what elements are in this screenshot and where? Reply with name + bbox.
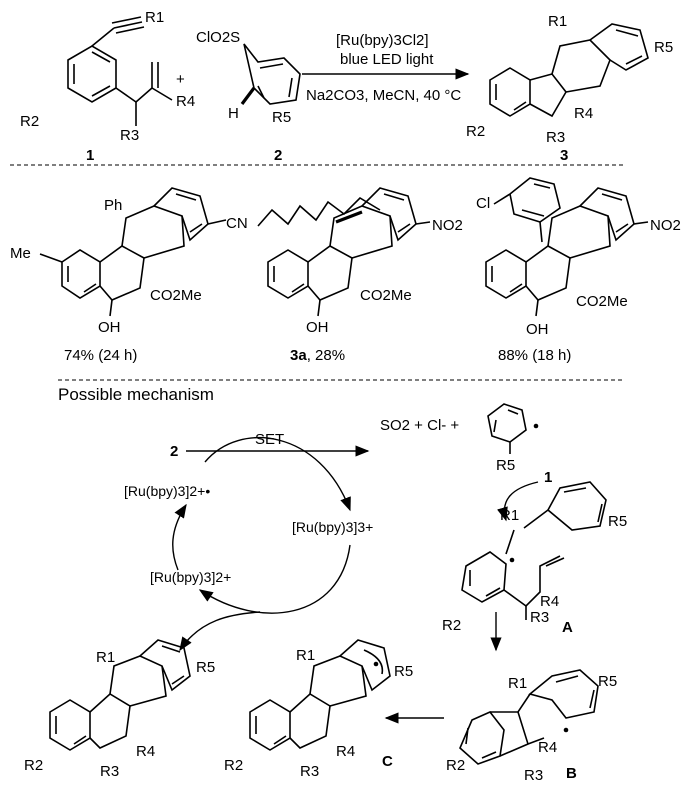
product-r4: R4 [574, 105, 593, 122]
ru-2plus-radical: [Ru(bpy)3]2+• [124, 483, 210, 499]
ru-2plus: [Ru(bpy)3]2+ [150, 569, 231, 585]
ex1-left-sub: Me [10, 245, 31, 262]
ru-3plus: [Ru(bpy)3]3+ [292, 519, 373, 535]
c-radical-dot [373, 661, 379, 667]
ex2-result: 3a, 28% [290, 347, 345, 364]
final-r3: R3 [100, 763, 119, 780]
intermediate-c: R1 R5 R4 R3 R2 C [224, 639, 413, 780]
product-r3: R3 [546, 129, 565, 146]
ex2-ester: CO2Me [360, 287, 412, 304]
final-r1: R1 [96, 649, 115, 666]
substrate-1: R1 R4 R3 R2 1 [20, 9, 195, 164]
r2-label: R2 [20, 113, 39, 130]
substrate-2: ClO2S H R5 2 [196, 29, 301, 164]
c-r4: R4 [336, 743, 355, 760]
intermediate-a: R1 R5 R4 R3 R2 A [442, 481, 627, 636]
catalytic-cycle: 2 SET [Ru(bpy)3]2+• [Ru(bpy)3]3+ [Ru(bpy… [124, 431, 373, 652]
ex1-oh: OH [98, 319, 121, 336]
final-r2: R2 [24, 757, 43, 774]
ex2-yield: , 28% [307, 347, 345, 364]
addition-arrow [497, 481, 539, 522]
final-r5: R5 [196, 659, 215, 676]
b-radical-dot [563, 727, 569, 733]
cycle-arrow-left [172, 503, 187, 571]
label-b: B [566, 765, 577, 782]
radical-dot [533, 423, 539, 429]
final-r4: R4 [136, 743, 155, 760]
ex1-ester: CO2Me [150, 287, 202, 304]
c-r5: R5 [394, 663, 413, 680]
label-a: A [562, 619, 573, 636]
r3-label: R3 [120, 127, 139, 144]
cycle-start-label: 2 [170, 443, 178, 460]
plus-sign: + [176, 71, 185, 88]
r5-label: R5 [272, 109, 291, 126]
r4-label: R4 [176, 93, 195, 110]
byproducts-text: SO2 + Cl- + [380, 417, 459, 434]
conditions-text: Na2CO3, MeCN, 40 °C [306, 87, 461, 104]
set-label: SET [255, 431, 284, 448]
example-2: NO2 CO2Me OH 3a, 28% [257, 187, 463, 364]
cycle-arrow-right [204, 437, 351, 512]
cycle-arrow-bottom [198, 544, 351, 614]
example-3: Cl NO2 CO2Me OH 88% (18 h) [476, 177, 681, 364]
ex1-r1-sub: Ph [104, 197, 122, 214]
a-r2: R2 [442, 617, 461, 634]
a-r3: R3 [530, 609, 549, 626]
r1-label: R1 [145, 9, 164, 26]
mechanism-title: Possible mechanism [58, 385, 214, 404]
radical-products: SO2 + Cl- + R5 [380, 403, 539, 474]
b-r3: R3 [524, 767, 543, 784]
reaction-conditions: [Ru(bpy)3Cl2] blue LED light Na2CO3, MeC… [302, 32, 470, 104]
reagent-2-label: 2 [274, 147, 282, 164]
b-r2: R2 [446, 757, 465, 774]
product-label: 3 [560, 147, 568, 164]
c-r1: R1 [296, 647, 315, 664]
mechanism-reagent-1: 1 [544, 469, 552, 486]
c-r3: R3 [300, 763, 319, 780]
label-c: C [382, 753, 393, 770]
final-product: R1 R5 R4 R3 R2 [24, 639, 215, 780]
ex2-compound: 3a [290, 347, 307, 364]
product-r1: R1 [548, 13, 567, 30]
product-r5: R5 [654, 39, 673, 56]
b-r4: R4 [538, 739, 557, 756]
ex2-oh: OH [306, 319, 329, 336]
ex2-right-sub: NO2 [432, 217, 463, 234]
a-r1: R1 [500, 507, 519, 524]
reagent-1-label: 1 [86, 147, 94, 164]
ex3-aryl-sub: Cl [476, 195, 490, 212]
a-r5: R5 [608, 513, 627, 530]
example-1: Me Ph CN CO2Me OH 74% (24 h) [10, 187, 248, 364]
b-r1: R1 [508, 675, 527, 692]
ex1-result: 74% (24 h) [64, 347, 137, 364]
product-r2: R2 [466, 123, 485, 140]
ex3-right-sub: NO2 [650, 217, 681, 234]
light-text: blue LED light [340, 51, 434, 68]
c-r2: R2 [224, 757, 243, 774]
a-radical-dot [509, 557, 515, 563]
a-r4: R4 [540, 593, 559, 610]
cycle-exit-arrow [179, 611, 261, 652]
clo2s-label: ClO2S [196, 29, 240, 46]
aryl-r5: R5 [496, 457, 515, 474]
ex3-result: 88% (18 h) [498, 347, 571, 364]
catalyst-text: [Ru(bpy)3Cl2] [336, 32, 429, 49]
product-3: R1 R5 R4 R3 R2 3 [466, 13, 673, 164]
ex1-right-sub: CN [226, 215, 248, 232]
b-r5: R5 [598, 673, 617, 690]
ex3-oh: OH [526, 321, 549, 338]
ex3-ester: CO2Me [576, 293, 628, 310]
h-label: H [228, 105, 239, 122]
intermediate-b: R1 R5 R4 R3 R2 B [446, 669, 617, 784]
